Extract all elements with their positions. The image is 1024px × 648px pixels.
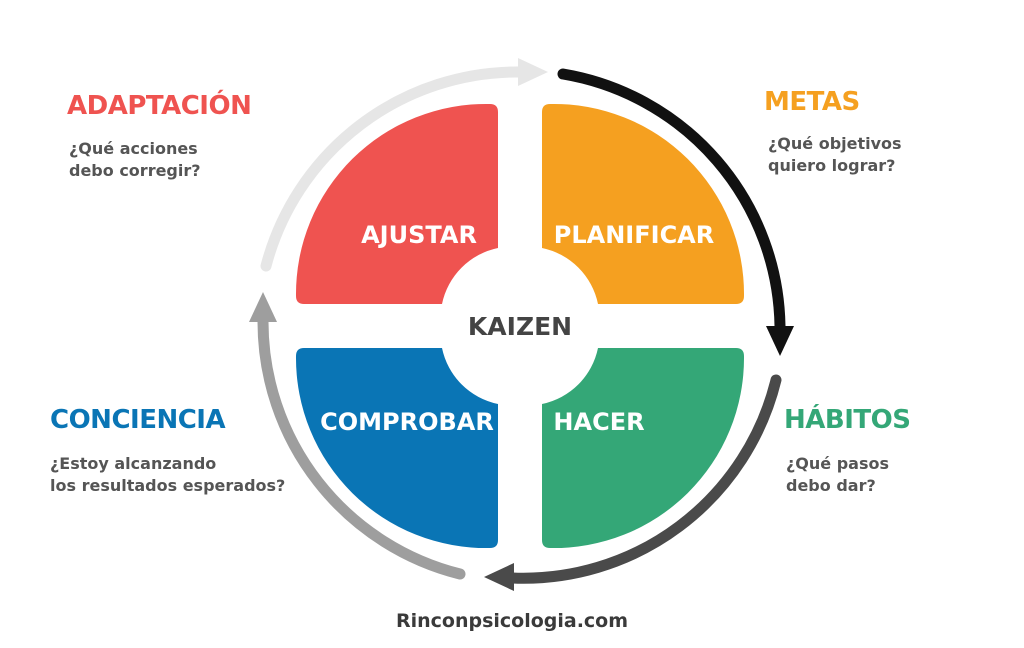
question-metas: ¿Qué objetivos quiero lograr?	[768, 133, 902, 177]
question-conciencia-line-1: ¿Estoy alcanzando	[50, 454, 217, 473]
question-habitos-line-1: ¿Qué pasos	[786, 454, 889, 473]
cycle-arrow-adaptacion	[260, 66, 526, 272]
label-planificar: PLANIFICAR	[554, 221, 714, 249]
arrowhead-metas	[766, 326, 794, 356]
arrowhead-habitos	[484, 563, 514, 591]
heading-habitos: HÁBITOS	[784, 405, 911, 435]
cycle-arrow-metas	[557, 68, 786, 332]
quadrant-hacer	[542, 348, 745, 549]
label-comprobar: COMPROBAR	[320, 408, 494, 436]
quadrant-ajustar	[295, 103, 498, 305]
label-ajustar: AJUSTAR	[361, 221, 477, 249]
question-metas-line-1: ¿Qué objetivos	[768, 134, 902, 153]
label-hacer: HACER	[553, 408, 644, 436]
arrowhead-adaptacion	[518, 58, 548, 86]
question-adaptacion: ¿Qué acciones debo corregir?	[69, 138, 201, 182]
question-conciencia: ¿Estoy alcanzando los resultados esperad…	[50, 453, 285, 497]
question-habitos-line-2: debo dar?	[786, 476, 876, 495]
question-adaptacion-line-1: ¿Qué acciones	[69, 139, 198, 158]
heading-metas: METAS	[764, 87, 860, 117]
center-label-kaizen: KAIZEN	[468, 312, 572, 341]
heading-adaptacion: ADAPTACIÓN	[67, 91, 252, 121]
arrowhead-conciencia	[249, 292, 277, 322]
quadrant-comprobar	[295, 348, 498, 549]
cycle-arrow-conciencia	[257, 316, 466, 580]
footer-site-url: Rinconpsicologia.com	[395, 610, 629, 632]
question-conciencia-line-2: los resultados esperados?	[50, 476, 286, 495]
question-adaptacion-line-2: debo corregir?	[69, 161, 201, 180]
question-metas-line-2: quiero lograr?	[768, 156, 896, 175]
cycle-arrow-habitos	[506, 374, 782, 584]
quadrant-planificar	[542, 103, 745, 304]
heading-conciencia: CONCIENCIA	[50, 405, 226, 435]
question-habitos: ¿Qué pasos debo dar?	[786, 453, 889, 497]
